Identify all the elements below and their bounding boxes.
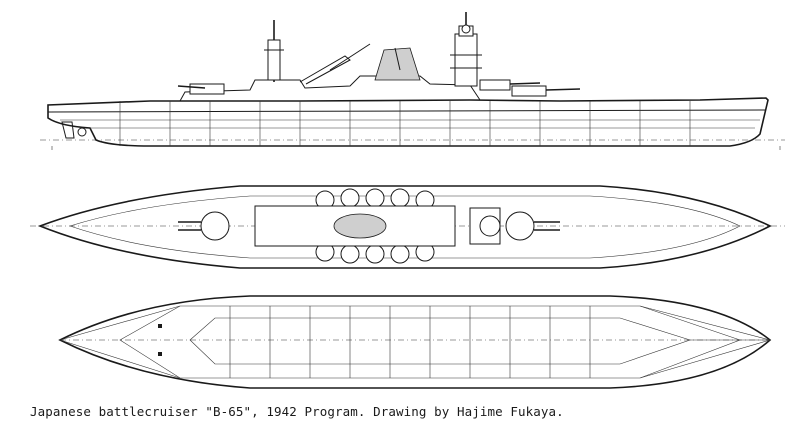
ship-plan-drawing [30,12,785,389]
profile-funnel [374,47,421,81]
plan-secondary-mounts [315,188,435,264]
profile-frame-ticks [119,101,691,146]
profile-turret-fore-1 [511,85,547,97]
profile-hull [47,97,769,147]
figure-caption: Japanese battlecruiser "B-65", 1942 Prog… [30,404,564,419]
hold-stern-lines [59,305,181,379]
profile-turret-aft [189,83,225,95]
hold-plan-view [58,295,772,389]
profile-deck-line [47,109,767,113]
profile-forward-tower [454,33,478,87]
deck-plan-view [30,185,785,269]
plan-turret-aft [200,211,230,241]
profile-propeller [77,127,87,137]
side-profile-view [40,12,785,147]
profile-superstructure [179,75,481,102]
profile-rudder [61,121,75,139]
plan-turret-fore-2 [479,215,501,237]
plan-deck-outline [37,185,772,269]
hold-bow-lines [639,305,771,379]
hold-bulkheads [229,306,591,378]
profile-turret-fore-2 [479,79,511,91]
profile-scale-ticks [51,146,781,150]
profile-crane [299,55,351,85]
plan-funnel [333,213,387,239]
plan-turret-fore-1 [505,211,535,241]
